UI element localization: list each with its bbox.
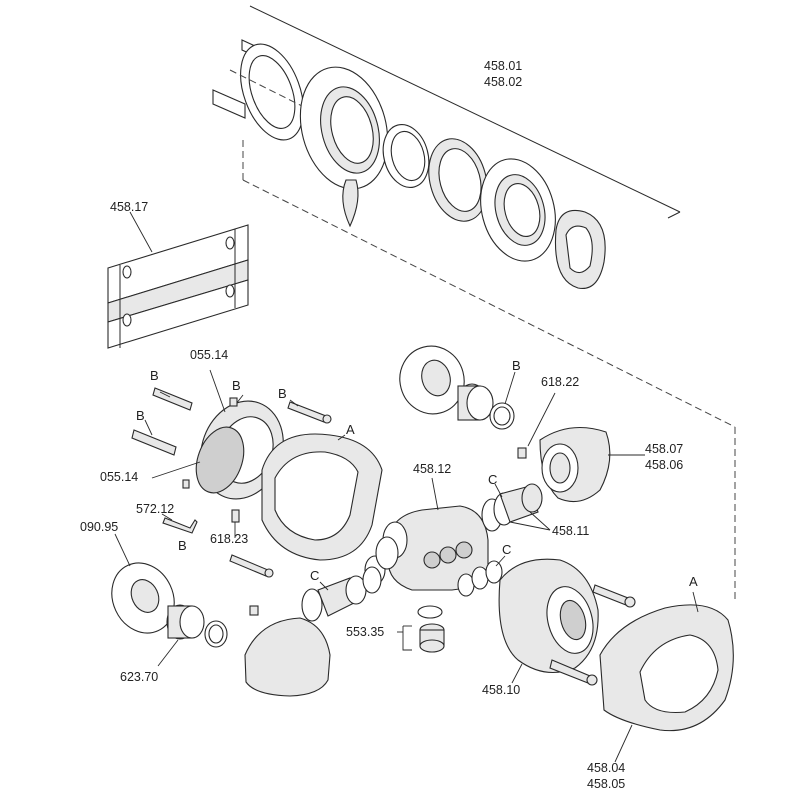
part-label-458-02: 458.02 (484, 75, 523, 89)
central-valve-block (364, 505, 489, 591)
upper-disc (399, 345, 465, 415)
right-cap (539, 427, 611, 503)
bellows-right (481, 483, 543, 532)
callout-letter-b: B (136, 408, 145, 423)
lower-disc (111, 562, 175, 634)
control-knob (554, 209, 606, 290)
part-label-055-14-top: 055.14 (190, 348, 229, 362)
mounting-plate (107, 224, 249, 349)
cover-ring (299, 66, 389, 228)
part-label-458-04-05: 458.04 458.05 (587, 760, 625, 792)
small-ring (382, 124, 430, 188)
callout-letter-c: C (310, 568, 320, 583)
callout-letter-a: A (689, 574, 698, 589)
lower-bushing (166, 604, 228, 648)
cartridge (498, 558, 599, 674)
part-label-458-05: 458.05 (587, 777, 626, 791)
part-label-553-35: 553.35 (346, 625, 385, 639)
fitting-553-35 (417, 605, 445, 653)
part-label-458-11: 458.11 (552, 524, 590, 538)
toothed-ring (428, 138, 488, 222)
small-pins (162, 397, 240, 534)
set-screw-pin (517, 447, 527, 459)
part-label-055-14-left: 055.14 (100, 470, 139, 484)
right-housing (599, 604, 734, 732)
part-label-090-95: 090.95 (80, 520, 119, 534)
part-label-458-01-02: 458.01 458.02 (484, 58, 522, 90)
o-rings (457, 560, 503, 597)
lower-cap (244, 605, 331, 697)
callout-letter-b: B (278, 386, 287, 401)
upper-bushing (457, 383, 515, 430)
part-label-458-07-06: 458.07 458.06 (645, 441, 683, 473)
upper-assembly-frame (242, 5, 736, 600)
callout-letter-b: B (232, 378, 241, 393)
callout-letter-a: A (346, 422, 355, 437)
part-label-458-06: 458.06 (645, 458, 684, 472)
callout-letter-c: C (502, 542, 512, 557)
part-label-458-12: 458.12 (413, 462, 452, 476)
callout-letter-c: C (488, 472, 498, 487)
part-label-572-12: 572.12 (136, 502, 175, 516)
part-label-458-07: 458.07 (645, 442, 684, 456)
main-body-left (261, 433, 383, 561)
retaining-bracket (212, 39, 471, 191)
bellows-left (301, 566, 382, 622)
long-screws (549, 584, 636, 686)
part-label-458-10: 458.10 (482, 683, 521, 697)
callout-letter-b: B (178, 538, 187, 553)
part-label-458-04: 458.04 (587, 761, 626, 775)
part-label-458-17: 458.17 (110, 200, 149, 214)
part-label-458-01: 458.01 (484, 59, 523, 73)
dial-plate (480, 158, 556, 262)
part-label-623-70: 623.70 (120, 670, 159, 684)
callout-letter-b: B (150, 368, 159, 383)
callout-letter-b: B (512, 358, 521, 373)
part-label-618-22: 618.22 (541, 375, 580, 389)
part-label-618-23: 618.23 (210, 532, 249, 546)
